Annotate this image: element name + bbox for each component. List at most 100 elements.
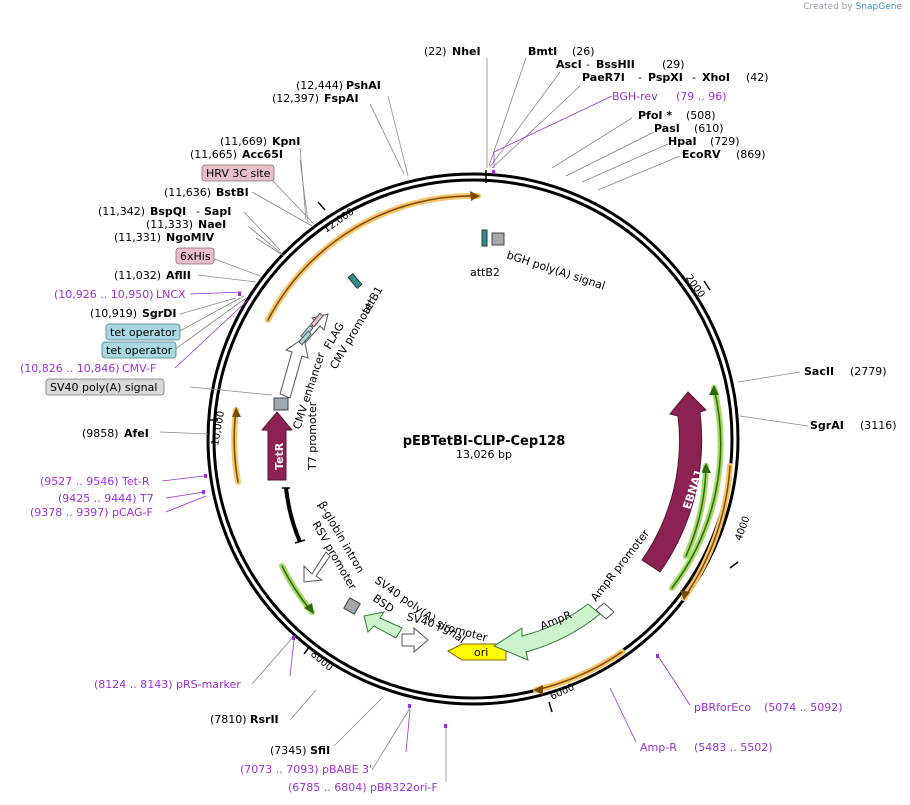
svg-text:-: - [586,58,590,71]
site-pos-nhei: (22) [424,45,447,58]
site-name-bsshii: BssHII [596,58,635,71]
site-pos-rsrii: (7810) [210,713,247,726]
primer-range-t7: (9425 .. 9444) [58,492,137,505]
attb1-mark [347,273,363,289]
orf-arc-right-green1-line [671,387,722,589]
primer-name-t7: T7 [139,492,154,505]
primer-range-prs-marker: (8124 .. 8143) [94,678,173,691]
tet-operator-badge-2 [101,341,177,359]
leader-lines [159,57,809,782]
site-name-pshai: PshAI [346,79,381,92]
site-pos-bspqi: (11,342) [98,205,145,218]
backbone-outer [206,172,740,706]
primer-range-lncx: (10,926 .. 10,950) [54,288,154,301]
primer-name-lncx: LNCX [156,288,186,301]
tetr-label: TetR [273,442,286,470]
site-pos-sgrai: (3116) [860,419,897,432]
site-pos-kpni: (11,669) [220,135,267,148]
site-pos-paer7i: (42) [746,71,769,84]
primer-range-bgh-rev: (79 .. 96) [676,90,727,103]
site-pos-pfoi: (508) [686,109,716,122]
sv40-polya-box [343,597,361,615]
site-name-afei: AfeI [124,427,149,440]
site-name-naei: NaeI [198,218,226,231]
primer-name-pcag-f: pCAG-F [112,506,153,519]
site-name-sacii: SacII [804,365,834,378]
primer-name-pbrforeco: pBRforEco [694,701,751,714]
tet-operator-badge-1 [105,323,181,341]
site-pos-naei: (11,333) [146,218,193,231]
site-name-rsrii: RsrII [250,713,279,726]
cmv-enhancer-feature [279,337,309,399]
site-name-sgrai: SgrAI [810,419,844,432]
site-name-fspai: FspAI [324,92,359,105]
site-name-bspqi: BspQI [150,205,186,218]
site-name-asci: AscI [556,58,582,71]
tick-label-4000: 4000 [733,515,752,543]
sv40-polya-badge-label: SV40 poly(A) signal [50,381,157,394]
plasmid-length: 13,026 bp [456,448,512,461]
sv40-polya-badge [45,378,165,396]
primer-leader-lines [161,95,691,753]
site-pos-pshai: (12,444) [296,79,343,92]
primer-range-pbrforeco: (5074 .. 5092) [764,701,843,714]
primer-name-pbr322ori-f: pBR322ori-F [370,781,438,794]
site-pos-pasi: (610) [694,122,724,135]
site-pos-sgrdi: (10,919) [90,307,137,320]
ampr-promoter-feature [595,602,615,620]
t7-promoter-label: T7 promoter [306,401,319,471]
site-name-kpni: KpnI [272,135,300,148]
bsd-feature [363,611,403,639]
site-name-sapi: SapI [204,205,231,218]
primer-name-tet-r: Tet-R [121,475,150,488]
attb2-label: attB2 [470,266,500,279]
site-name-ecorv: EcoRV [682,148,721,161]
site-name-nhei: NheI [452,45,481,58]
site-name-sfii: SfiI [310,744,330,757]
orf-arc-bottom-orange [533,649,625,693]
primer-name-cmv-f: CMV-F [122,362,156,375]
attribution-prefix: Created by [803,2,853,12]
orf-arc-right-green2-line [685,465,707,557]
tetr-feature [260,411,294,481]
orf-arrowheads [232,191,719,695]
primer-name-pbabe3: pBABE 3' [322,763,372,776]
site-pos-hpai: (729) [710,135,740,148]
site-pos-fspai: (12,397) [272,92,319,105]
primer-name-amp-r: Amp-R [640,741,677,754]
site-pos-bstbi: (11,636) [164,186,211,199]
site-pos-sacii: (2779) [850,365,887,378]
site-pos-ecorv: (869) [736,148,766,161]
svg-text:-: - [638,71,642,84]
tick-marks [208,170,739,713]
site-pos-bmti: (26) [572,45,595,58]
sv40-promoter-feature [401,626,429,654]
snapgene-brand: SnapGene [855,2,902,12]
snapgene-attribution: Created by SnapGene [803,2,902,12]
tet-operator-label-1: tet operator [110,326,177,339]
cmv-enhancer-box [273,397,289,411]
ampr-promoter-label: AmpR promoter [588,527,652,604]
small-feature-marks [298,312,324,346]
svg-text:-: - [692,71,696,84]
primer-range-cmv-f: (10,826 .. 10,846) [20,362,120,375]
primer-range-pbabe3: (7073 .. 7093) [240,763,319,776]
primer-name-bgh-rev: BGH-rev [612,90,658,103]
orf-arc-bottom-orange-line [535,651,623,691]
site-name-bmti: BmtI [528,45,557,58]
tick-label-2000: 2000 [683,273,707,300]
primer-name-prs-marker: pRS-marker [176,678,241,691]
hrv3c-label: HRV 3C site [206,167,271,180]
site-pos-ngomiv: (11,331) [114,231,161,244]
ebna1-feature [641,391,707,573]
site-name-pasi: PasI [654,122,680,135]
his-label: 6xHis [180,250,211,263]
bgh-box [491,232,505,246]
site-pos-asci: (29) [662,58,685,71]
svg-text:-: - [196,205,200,218]
primer-marks [202,170,659,728]
site-name-bstbi: BstBI [216,186,249,199]
tet-operator-label-2: tet operator [106,344,173,357]
tick-label-10000: 10,000 [210,410,227,446]
